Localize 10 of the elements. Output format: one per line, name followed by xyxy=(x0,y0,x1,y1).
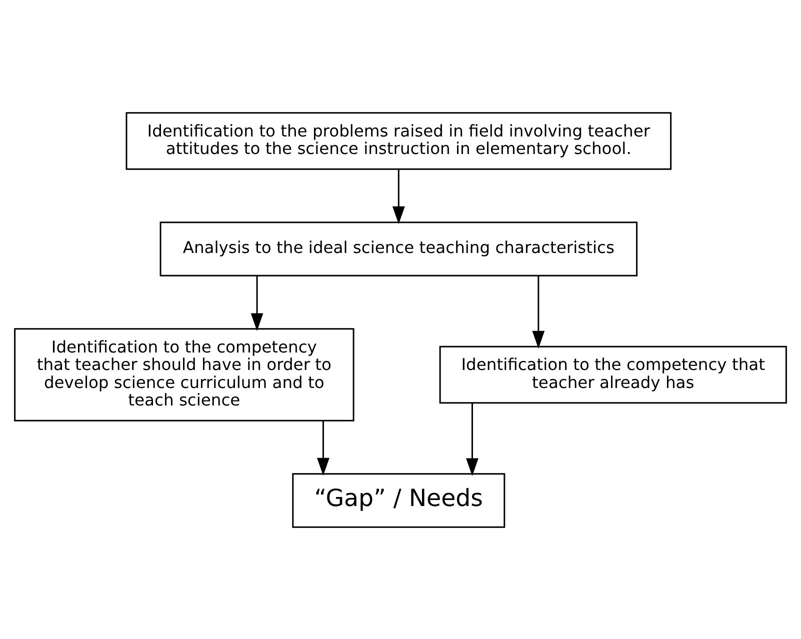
node-box: Analysis to the ideal science teaching characteristics xyxy=(160,221,638,276)
arrow xyxy=(532,275,545,348)
arrow xyxy=(250,275,264,331)
arrow xyxy=(317,420,330,476)
node-box: Identification to the problems raised in field involving teacher attitudes to the science instruction in elementary school. xyxy=(126,112,672,170)
arrow xyxy=(466,402,478,476)
node-box: Identification to the competency that teacher should have in order to develop science curriculum and to teach science xyxy=(14,328,354,421)
node-box: Identification to the competency that teacher already has xyxy=(439,345,787,404)
arrow xyxy=(392,168,405,224)
node-box: “Gap” / Needs xyxy=(292,472,506,528)
